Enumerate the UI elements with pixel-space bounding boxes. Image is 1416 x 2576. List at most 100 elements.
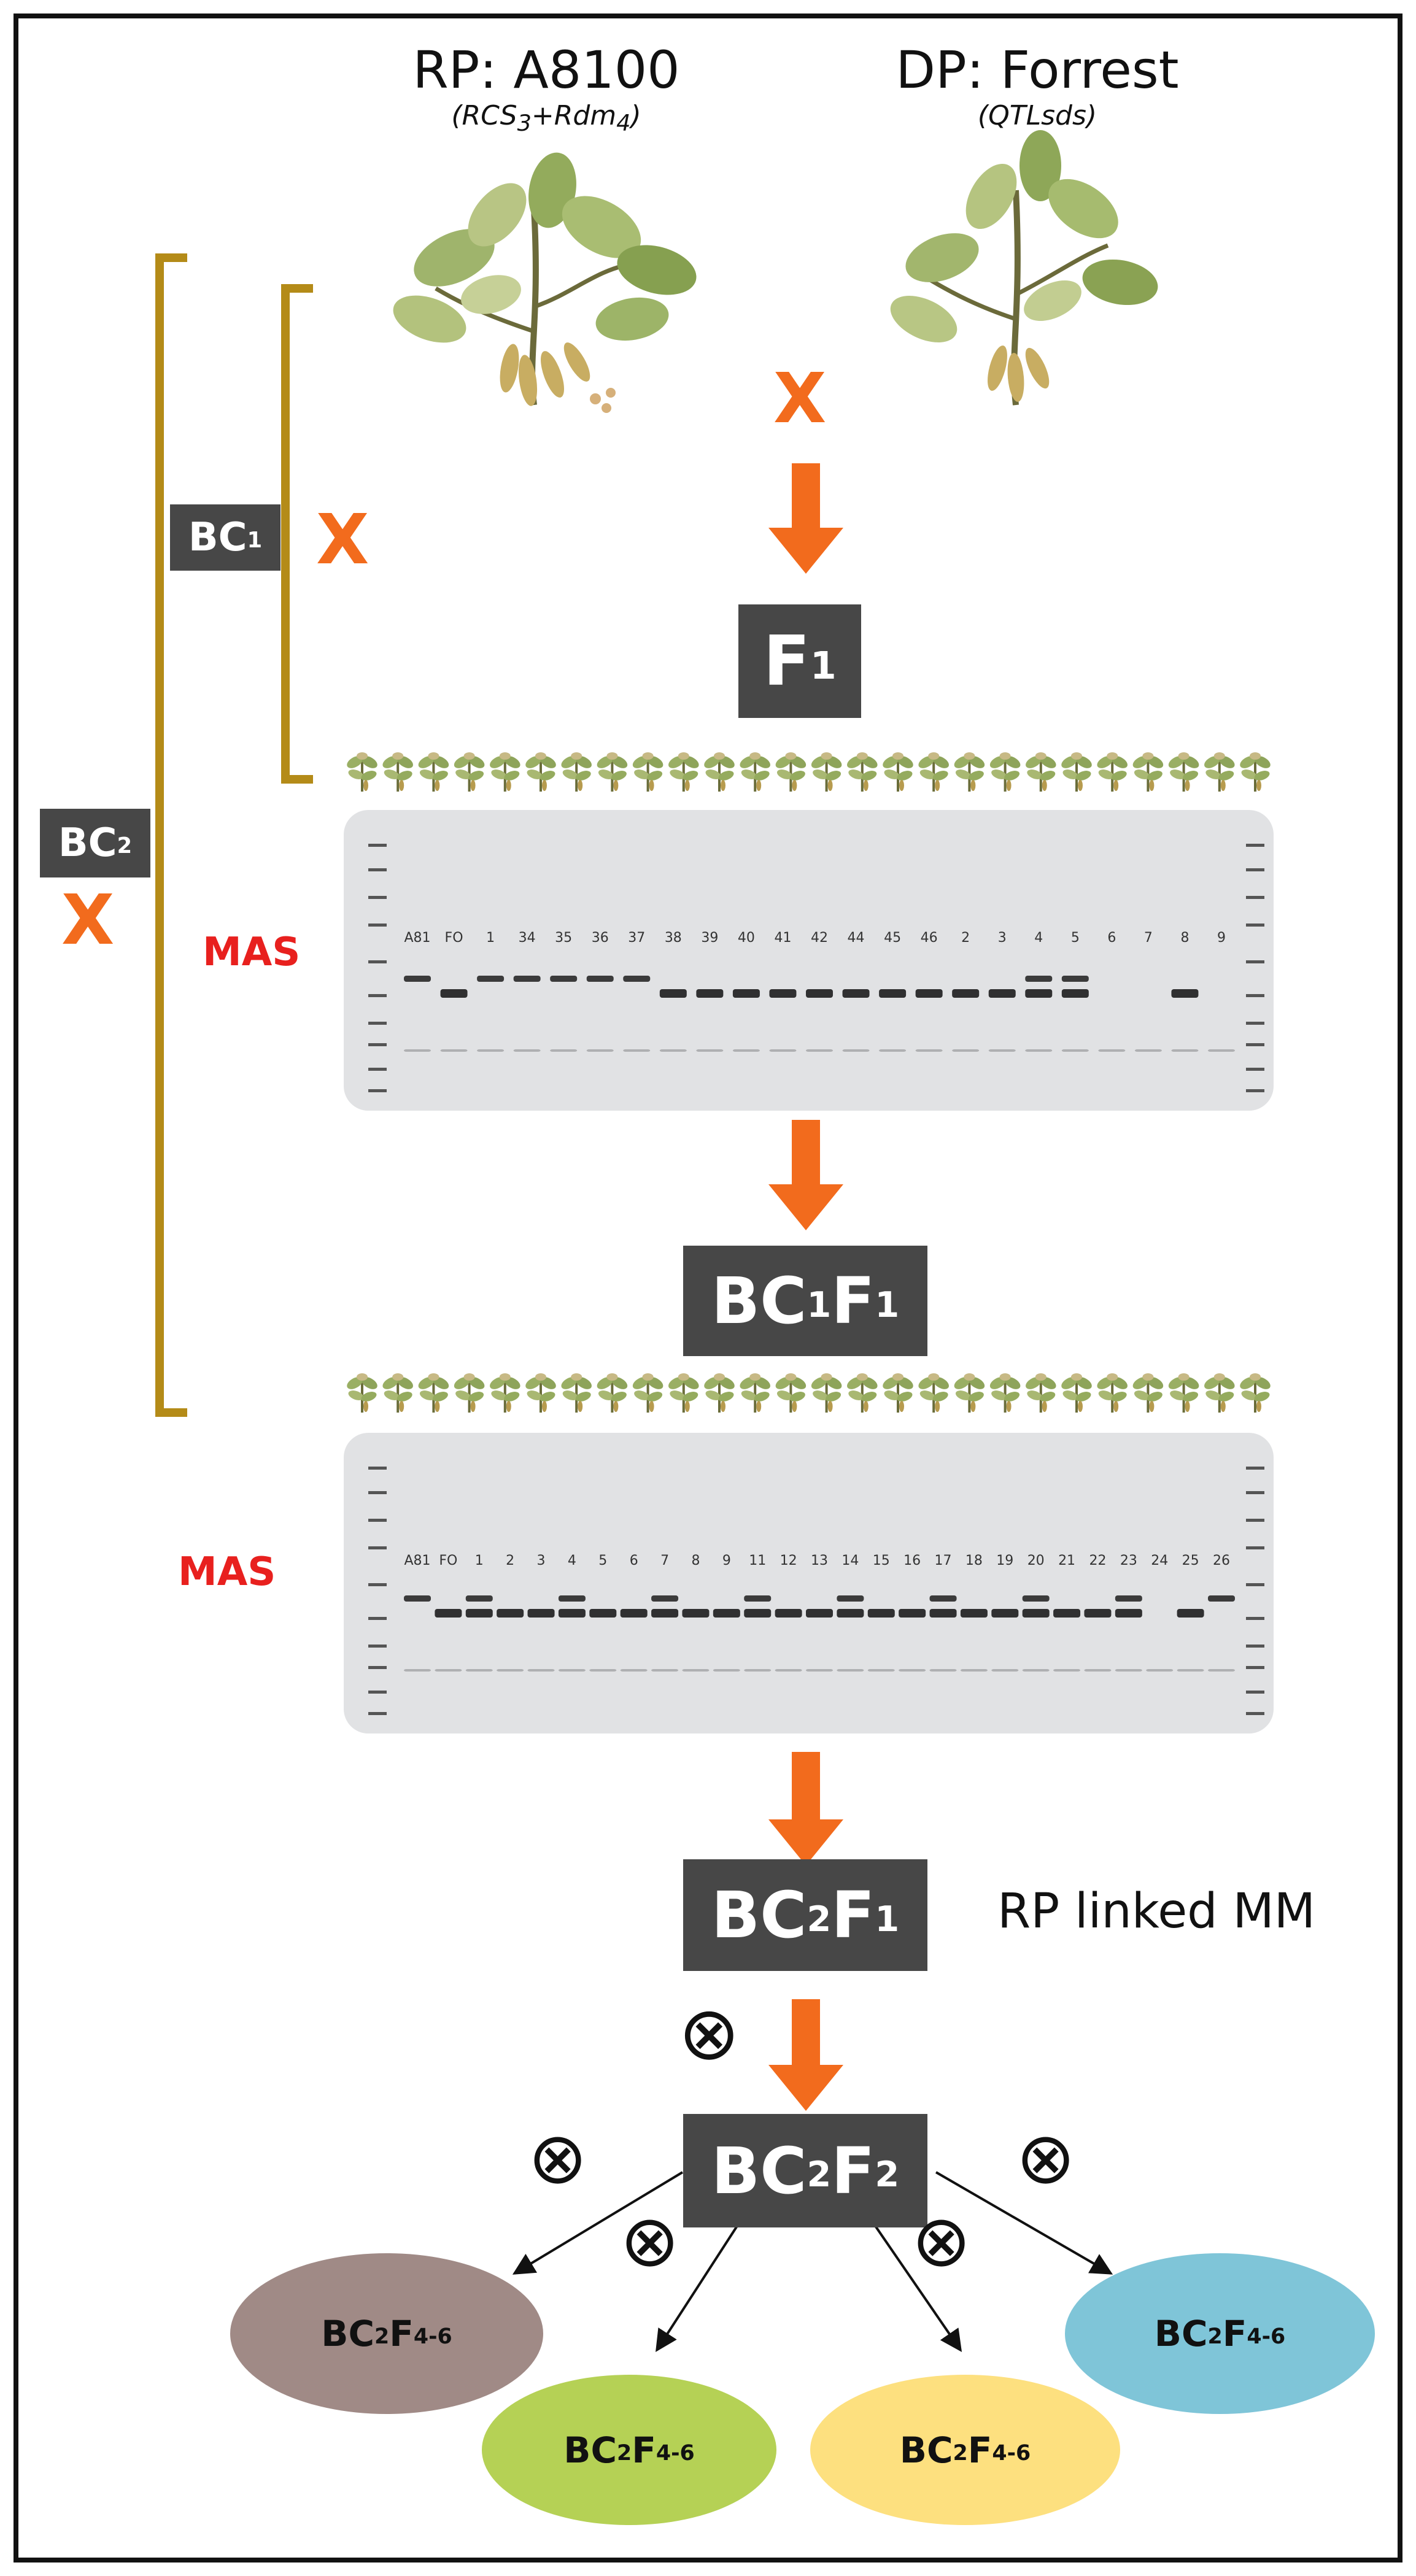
gel-lane-label: 37 bbox=[628, 930, 645, 946]
gel-band bbox=[477, 1049, 505, 1052]
gel-lane-label: 15 bbox=[873, 1553, 890, 1568]
gel-band bbox=[837, 1609, 864, 1618]
seedling-icon bbox=[665, 751, 702, 793]
gel-band bbox=[682, 1609, 710, 1618]
gel-lane-label: 17 bbox=[935, 1553, 952, 1568]
gel-band bbox=[806, 989, 833, 998]
gel-band bbox=[952, 989, 980, 998]
seedling-icon bbox=[808, 1372, 845, 1414]
seedling-icon bbox=[486, 751, 524, 793]
seedling-icon bbox=[737, 1372, 774, 1414]
ladder-band bbox=[1246, 1022, 1264, 1025]
gel-band bbox=[513, 1049, 541, 1052]
ladder-band bbox=[368, 1583, 387, 1586]
seedling-icon bbox=[915, 751, 953, 793]
gel-band bbox=[929, 1669, 957, 1672]
ladder-band bbox=[368, 924, 387, 927]
figure-frame bbox=[14, 13, 1402, 2563]
gel-band bbox=[620, 1609, 648, 1618]
seedling-icon bbox=[665, 1372, 702, 1414]
seedling-icon bbox=[1129, 1372, 1167, 1414]
gel-band bbox=[1115, 1669, 1142, 1672]
ladder-band bbox=[368, 844, 387, 847]
gel-band bbox=[952, 1049, 980, 1052]
gel-band bbox=[744, 1609, 772, 1618]
seedling-icon bbox=[522, 751, 560, 793]
ladder-band bbox=[1246, 844, 1264, 847]
gel-band bbox=[1208, 1049, 1235, 1052]
gel-band bbox=[1025, 989, 1053, 998]
gel-band bbox=[558, 1669, 586, 1672]
seedling-icon bbox=[951, 751, 988, 793]
bc2-bracket bbox=[155, 253, 187, 1417]
gel-band bbox=[988, 989, 1016, 998]
seedling-icon bbox=[379, 751, 417, 793]
gel-band bbox=[527, 1609, 555, 1618]
gel-band bbox=[558, 1595, 586, 1602]
gel-band bbox=[988, 1049, 1016, 1052]
gel-band bbox=[404, 1595, 431, 1602]
mas-label-1: MAS bbox=[203, 930, 301, 975]
seedling-icon bbox=[629, 751, 667, 793]
gel-band bbox=[659, 989, 687, 998]
seedling-icon bbox=[415, 1372, 452, 1414]
gel-lane-label: FO bbox=[439, 1553, 457, 1568]
seedling-icon bbox=[1236, 1372, 1274, 1414]
ladder-band bbox=[1246, 1691, 1264, 1694]
gel-band bbox=[713, 1669, 740, 1672]
gel-lane-label: 26 bbox=[1213, 1553, 1230, 1568]
ladder-band bbox=[1246, 960, 1264, 963]
seedling-icon bbox=[1129, 751, 1167, 793]
rp-genes: (RCS3+Rdm4) bbox=[451, 100, 641, 136]
ladder-band bbox=[368, 1666, 387, 1669]
gel-band bbox=[513, 976, 541, 982]
gel-band bbox=[1177, 1609, 1204, 1618]
seedling-icon bbox=[1022, 751, 1059, 793]
gel-band bbox=[960, 1609, 988, 1618]
ladder-band bbox=[1246, 1519, 1264, 1522]
gel-band bbox=[837, 1669, 864, 1672]
gel-band bbox=[465, 1609, 493, 1618]
seedling-icon bbox=[843, 1372, 881, 1414]
plant-row-1 bbox=[343, 751, 1274, 793]
gel-band bbox=[806, 1049, 833, 1052]
seedling-icon bbox=[879, 751, 917, 793]
gel-band bbox=[1171, 989, 1199, 998]
seedling-icon bbox=[1201, 751, 1238, 793]
gel-band bbox=[1053, 1669, 1081, 1672]
gel-band bbox=[929, 1595, 957, 1602]
seedling-icon bbox=[343, 1372, 381, 1414]
dp-genes: (QTLsds) bbox=[977, 100, 1097, 131]
gel-band bbox=[713, 1609, 740, 1618]
ladder-band bbox=[1246, 1712, 1264, 1715]
gel-lane-label: 2 bbox=[506, 1553, 514, 1568]
gel-band bbox=[1134, 1049, 1162, 1052]
gel-band bbox=[867, 1609, 895, 1618]
gel-band bbox=[915, 989, 943, 998]
gel-lane-label: A81 bbox=[404, 1553, 430, 1568]
gel-lane-label: 24 bbox=[1151, 1553, 1168, 1568]
gel-lane-label: 35 bbox=[555, 930, 572, 946]
gel-lane-label: 6 bbox=[630, 1553, 638, 1568]
gel-band bbox=[732, 989, 760, 998]
seedling-icon bbox=[772, 1372, 810, 1414]
gel-lane-label: 16 bbox=[903, 1553, 921, 1568]
gel-lane-label: 7 bbox=[660, 1553, 669, 1568]
gel-band bbox=[744, 1669, 772, 1672]
gel-band bbox=[1025, 976, 1053, 982]
ladder-band bbox=[368, 1712, 387, 1715]
arrow-bc2f1 bbox=[768, 1752, 843, 1865]
gel-band bbox=[404, 1669, 431, 1672]
gel-band bbox=[558, 1609, 586, 1618]
gel-lane-label: 40 bbox=[738, 930, 755, 946]
gel-band bbox=[879, 1049, 907, 1052]
gel-lane-label: 13 bbox=[811, 1553, 828, 1568]
ladder-band bbox=[368, 1519, 387, 1522]
seedling-icon bbox=[700, 751, 738, 793]
gel-band bbox=[1171, 1049, 1199, 1052]
